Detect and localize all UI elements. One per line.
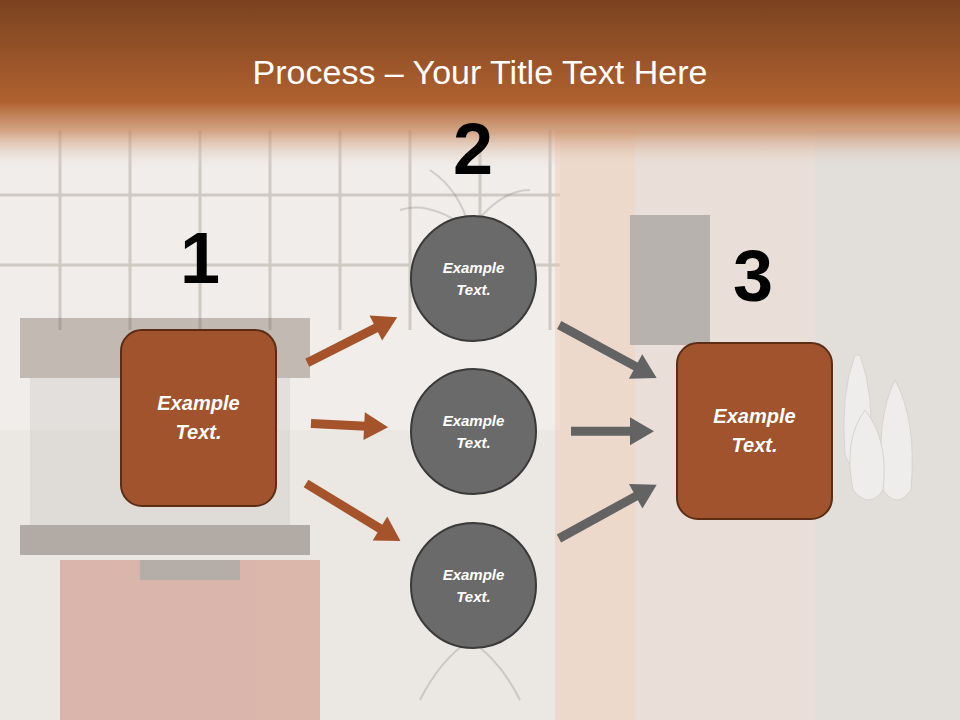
circle-fill (411, 369, 536, 494)
circle-outline (410, 522, 537, 649)
node-text: Example Text. (144, 389, 254, 447)
flow-arrow (571, 417, 654, 445)
flow-arrow (559, 484, 657, 538)
callout-number: 2 (413, 113, 533, 185)
arrow-shaft (559, 325, 637, 367)
flow-arrow (559, 325, 656, 379)
circle-outline (410, 368, 537, 495)
circle-fill (411, 523, 536, 648)
node-text: Example Text. (434, 257, 514, 301)
process-box: Example Text. (676, 342, 833, 520)
arrow-head (370, 316, 398, 341)
process-circle: Example Text. (410, 215, 537, 342)
arrow-shaft (306, 484, 382, 530)
flow-arrow (306, 484, 400, 542)
bed (20, 318, 310, 555)
process-circle: Example Text. (410, 368, 537, 495)
arrow-head (629, 354, 657, 379)
arrow-head (629, 484, 657, 509)
process-box: Example Text. (120, 329, 277, 507)
arrow-shaft (311, 424, 366, 427)
flow-arrow (307, 316, 397, 363)
callout-number: 3 (693, 240, 813, 312)
circle-outline (410, 215, 537, 342)
arrow-shaft (307, 327, 377, 363)
slide-title: Process – Your Title Text Here (0, 52, 960, 93)
node-text: Example Text. (700, 402, 810, 460)
arrow-shaft (559, 495, 638, 538)
flow-arrow (311, 412, 388, 440)
node-text: Example Text. (434, 410, 514, 454)
arrow-head (373, 517, 401, 541)
vases (844, 355, 913, 500)
arrow-head (363, 412, 388, 440)
callout-number: 1 (140, 222, 260, 294)
arrow-shaft (571, 427, 632, 436)
side-table (60, 560, 320, 720)
arrow-head (630, 417, 654, 445)
node-text: Example Text. (434, 564, 514, 608)
circle-fill (411, 216, 536, 341)
process-circle: Example Text. (410, 522, 537, 649)
wall-panels (555, 130, 960, 720)
